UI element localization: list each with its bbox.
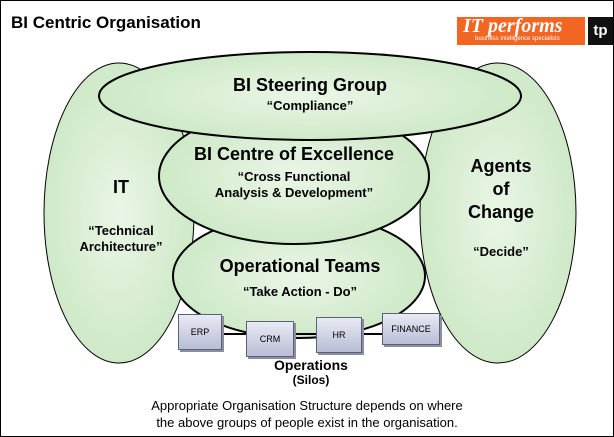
crm-system-box: CRM — [246, 321, 294, 357]
steering-group-name: BI Steering Group — [232, 75, 387, 95]
finance-system-box: FINANCE — [382, 313, 440, 345]
operations-sublabel: (Silos) — [292, 373, 330, 387]
steering-group-ellipse — [98, 51, 522, 141]
it-name: IT — [113, 177, 129, 197]
coe-role-line2: Analysis & Development” — [214, 185, 374, 200]
steering-group-role: “Compliance” — [266, 98, 354, 113]
page-title: BI Centric Organisation — [11, 13, 201, 32]
footer-line1: Appropriate Organisation Structure depen… — [151, 398, 463, 413]
agents-role: “Decide” — [473, 244, 529, 259]
logo-text: IT performs — [463, 15, 563, 37]
it-role-line2: Architecture” — [79, 239, 163, 254]
it-role-line1: “Technical — [88, 223, 154, 238]
operational-teams-role: “Take Action - Do” — [242, 284, 358, 299]
operational-teams-name: Operational Teams — [219, 256, 381, 276]
erp-system-box: ERP — [178, 314, 222, 350]
logo-mark-icon: tp — [588, 17, 613, 45]
coe-role-line1: “Cross Functional — [237, 169, 351, 184]
agents-name-line2: of — [492, 179, 510, 199]
operations-label: Operations — [274, 357, 348, 373]
agents-ellipse — [419, 62, 577, 364]
hr-system-box: HR — [316, 317, 362, 353]
logo-tagline: business intelligence specialists — [475, 36, 560, 42]
logo-background — [457, 17, 585, 45]
footer-line2: the above groups of people exist in the … — [156, 415, 458, 430]
coe-name: BI Centre of Excellence — [193, 144, 395, 164]
agents-name-line1: Agents — [470, 156, 532, 176]
agents-name-line3: Change — [467, 202, 534, 222]
